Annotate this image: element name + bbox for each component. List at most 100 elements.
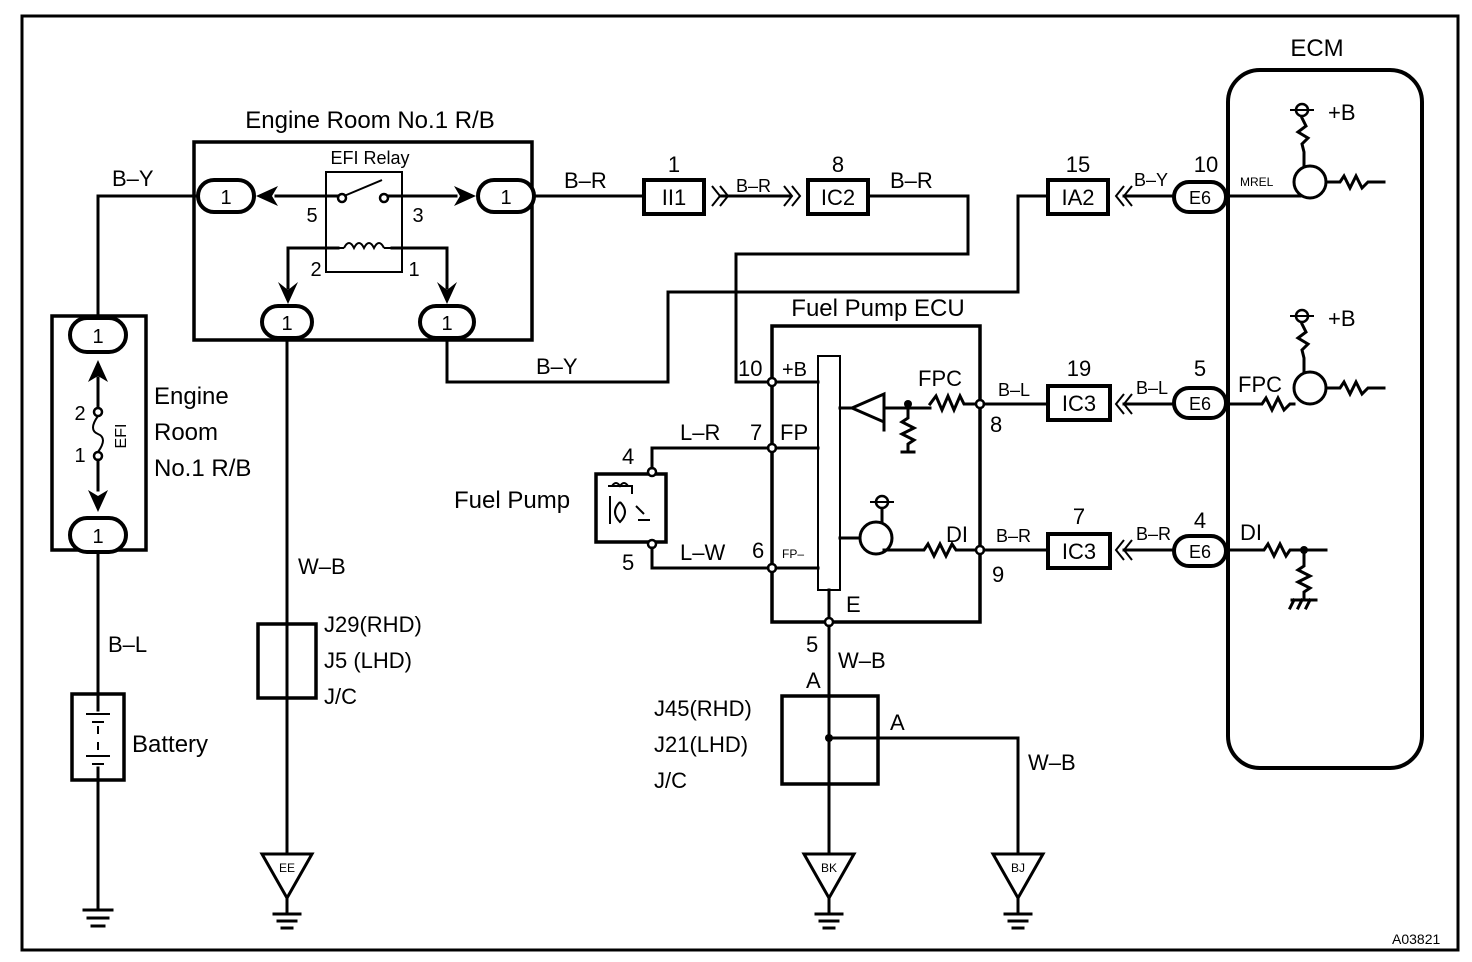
fuel-pump-motor xyxy=(609,496,650,524)
ecm-mrel-resistor-right xyxy=(1324,172,1386,192)
junction-left-line-3: J/C xyxy=(324,684,357,709)
relay-pin-5: 5 xyxy=(306,205,317,227)
battery-symbol xyxy=(86,713,110,765)
efi-fuse-arrow-bottom xyxy=(88,490,108,512)
relay-pin-1: 1 xyxy=(408,259,419,281)
ecm-mrel-resistor-top xyxy=(1295,115,1311,168)
outer-frame xyxy=(20,14,1460,952)
wire-di-1-label: B–R xyxy=(996,526,1031,546)
ecu-di-resistor xyxy=(882,540,982,560)
connector-e6-b-label: E6 xyxy=(1189,394,1211,414)
ecu-fpc-pulldown xyxy=(898,402,918,454)
relay-arrow-right xyxy=(454,186,476,206)
fuel-pump-pin-4: 4 xyxy=(622,444,634,469)
junction-left-line-1: J29(RHD) xyxy=(324,612,422,637)
connector-e6-a-pin: 10 xyxy=(1194,152,1218,177)
connector-e6-c-pin: 4 xyxy=(1194,508,1206,533)
ground-symbol-battery xyxy=(82,908,114,928)
ecu-terminal-fp-num: 7 xyxy=(750,420,762,445)
fuse-block-label-2: Room xyxy=(154,419,218,446)
efi-relay-box xyxy=(325,171,403,273)
relay-conn-left-label: 1 xyxy=(220,187,231,209)
wire-b-y-mid-label: B–Y xyxy=(536,354,578,379)
wire-b-y-left xyxy=(96,194,200,320)
ground-ee-label: EE xyxy=(279,861,295,875)
ecu-terminal-pb-num: 10 xyxy=(738,356,762,381)
ground-bj-triangle xyxy=(990,852,1046,902)
ecu-fpc-buffer xyxy=(848,391,886,425)
relay-conn-right-label: 1 xyxy=(500,187,511,209)
ecu-terminal-fpm-num: 6 xyxy=(752,538,764,563)
connector-ii1-label: II1 xyxy=(662,185,686,210)
ecm-mrel-transistor xyxy=(1292,164,1328,200)
ecm-fpc-label: FPC xyxy=(1238,372,1282,397)
connector-ic2-chevrons xyxy=(783,185,802,207)
efi-fuse-pin-2-dot xyxy=(92,406,104,418)
ecu-terminal-fpm-name: FP– xyxy=(782,547,804,561)
efi-fuse-element xyxy=(92,415,104,453)
fuse-block-label-1: Engine xyxy=(154,383,229,410)
ecu-di-name: DI xyxy=(946,522,968,547)
efi-fuse-arrow-top xyxy=(88,360,108,382)
junction-mid-pin-top: A xyxy=(806,668,821,693)
ecu-fpc-resistor xyxy=(927,392,982,414)
wire-l-r-label: L–R xyxy=(680,420,720,445)
junction-mid-line-1: J45(RHD) xyxy=(654,696,752,721)
connector-ic3-a-label: IC3 xyxy=(1062,391,1096,416)
wire-l-w xyxy=(650,546,770,570)
fuel-pump-ecu-title: Fuel Pump ECU xyxy=(791,295,964,322)
relay-coil xyxy=(343,242,385,251)
connector-ic2-label: IC2 xyxy=(821,185,855,210)
relay-block-title: Engine Room No.1 R/B xyxy=(245,107,494,134)
connector-ia2-pin: 15 xyxy=(1066,152,1090,177)
connector-ic2-pin: 8 xyxy=(832,152,844,177)
relay-conn-bottom-right-label: 1 xyxy=(441,313,452,335)
ecu-terminal-di-num: 9 xyxy=(992,562,1004,587)
efi-fuse-conn-top-label: 1 xyxy=(92,326,103,348)
wire-b-y-left-label: B–Y xyxy=(112,166,154,191)
connector-e6-c-label: E6 xyxy=(1189,542,1211,562)
ground-symbol-bk xyxy=(814,896,844,930)
ground-ee-triangle xyxy=(259,852,315,902)
fuel-pump-ecu-bus xyxy=(817,355,841,591)
connector-ic2 xyxy=(806,178,870,216)
relay-pin-2: 2 xyxy=(310,259,321,281)
wire-l-w-label: L–W xyxy=(680,540,725,565)
ecm-box xyxy=(1226,68,1424,770)
wire-fpc-1-label: B–L xyxy=(998,380,1030,400)
ecu-terminal-fpc-num: 8 xyxy=(990,412,1002,437)
relay-conn-bottom-left-label: 1 xyxy=(281,313,292,335)
wire-b-y-right-label: B–Y xyxy=(1134,170,1168,190)
fuel-pump-ecu-box xyxy=(770,324,982,624)
ecm-mrel-label: MREL xyxy=(1240,175,1274,189)
ecm-di-label: DI xyxy=(1240,520,1262,545)
connector-ii1 xyxy=(642,178,706,216)
junction-left-box xyxy=(256,622,318,700)
connector-e6-a-label: E6 xyxy=(1189,188,1211,208)
wire-di-2-label: B–R xyxy=(1136,524,1171,544)
wire-w-b-right xyxy=(827,736,1020,856)
relay-switch-arm xyxy=(343,179,383,197)
ecu-terminal-fp-name: FP xyxy=(780,420,808,445)
ecu-terminal-pb-name: +B xyxy=(782,359,807,381)
relay-pin-3: 3 xyxy=(412,205,423,227)
ground-bj-label: BJ xyxy=(1011,861,1025,875)
fuel-pump-pin-5: 5 xyxy=(622,550,634,575)
ecu-terminal-e-num: 5 xyxy=(806,632,818,657)
connector-e6-b-pin: 5 xyxy=(1194,356,1206,381)
relay-block-box xyxy=(192,140,534,342)
wire-b-y-mid xyxy=(445,194,1050,384)
relay-contact-b xyxy=(378,192,390,204)
connector-ic3-b-label: IC3 xyxy=(1062,539,1096,564)
junction-mid-pin-right: A xyxy=(890,710,905,735)
connector-ic3-b xyxy=(1046,532,1112,570)
junction-mid-line-2: J21(LHD) xyxy=(654,732,748,757)
fuel-pump-coil xyxy=(608,482,633,494)
wire-b-r-2-label: B–R xyxy=(736,176,771,196)
wire-w-b-mid-label: W–B xyxy=(838,648,886,673)
wire-b-r-3-label: B–R xyxy=(890,168,933,193)
battery-label: Battery xyxy=(132,731,208,758)
ecm-fpc-resistor xyxy=(1224,394,1296,414)
ecm-plus-b-2: +B xyxy=(1328,306,1356,331)
ecm-di-ground xyxy=(1287,597,1318,611)
